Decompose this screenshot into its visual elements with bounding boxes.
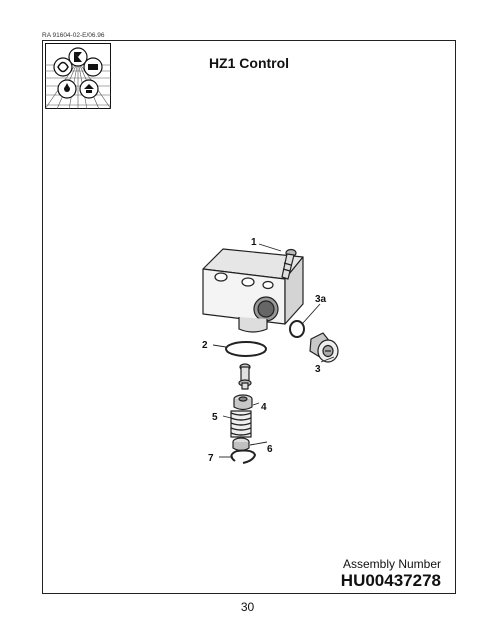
assembly-number-label: Assembly Number [342,557,441,571]
callout-4: 4 [261,402,267,413]
callout-3a: 3a [315,294,327,305]
assembly-number: HU00437278 [340,571,441,590]
callout-7: 7 [208,453,214,464]
callout-3: 3 [315,364,321,375]
pump-symbols-logo-icon [45,43,111,109]
exploded-assembly-drawing: 1 3a 2 3 4 5 6 7 [202,237,339,464]
document-code: RA 91604-02-E/06.96 [42,32,105,39]
page-frame: HZ1 Control [42,40,456,594]
callout-6: 6 [267,444,273,455]
callout-1: 1 [251,237,257,248]
page-title: HZ1 Control [208,55,290,71]
callout-5: 5 [212,412,218,423]
callout-2: 2 [202,340,208,351]
page-number: 30 [240,600,255,614]
